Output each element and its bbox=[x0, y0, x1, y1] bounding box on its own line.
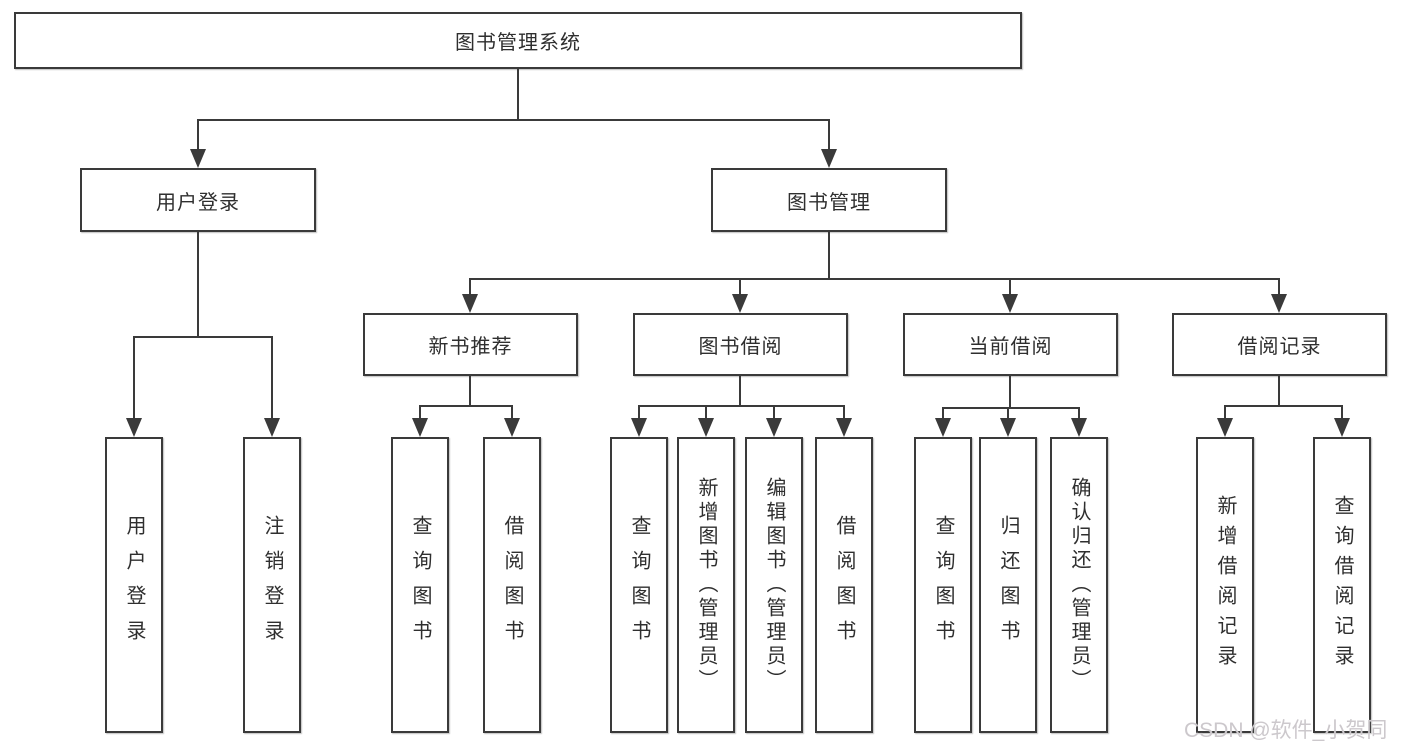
node-label: 新书推荐 bbox=[428, 336, 513, 358]
node-label: 当前借阅 bbox=[968, 336, 1053, 358]
leaf-query-books-borrowing: 查询图书 bbox=[610, 437, 668, 733]
tree-line bbox=[1078, 407, 1080, 418]
node-label: 归还图书 bbox=[997, 515, 1019, 655]
leaf-user-login: 用户登录 bbox=[105, 437, 163, 733]
node-borrowing-records: 借阅记录 bbox=[1172, 313, 1387, 376]
node-current-borrowing: 当前借阅 bbox=[903, 313, 1118, 376]
node-label: 借阅记录 bbox=[1237, 336, 1322, 358]
node-label: 图书管理系统 bbox=[455, 32, 581, 54]
csdn-watermark: CSDN @软件_小贺同学 bbox=[1184, 719, 1388, 742]
tree-line bbox=[1009, 375, 1011, 407]
arrow-down-icon bbox=[836, 418, 852, 437]
arrow-down-icon bbox=[766, 418, 782, 437]
arrow-down-icon bbox=[1271, 294, 1287, 313]
leaf-borrow-books: 借阅图书 bbox=[815, 437, 873, 733]
arrow-down-icon bbox=[1002, 294, 1018, 313]
tree-line bbox=[828, 119, 830, 149]
arrow-down-icon bbox=[1071, 418, 1087, 437]
tree-line bbox=[1341, 405, 1343, 418]
node-label: 查询图书 bbox=[628, 515, 650, 655]
leaf-query-books-recommend: 查询图书 bbox=[391, 437, 449, 733]
arrow-down-icon bbox=[126, 418, 142, 437]
node-label: 图书借阅 bbox=[698, 336, 783, 358]
tree-line bbox=[419, 405, 421, 418]
tree-line bbox=[197, 232, 199, 336]
node-label: 新增图书（管理员） bbox=[695, 477, 717, 693]
arrow-down-icon bbox=[1000, 418, 1016, 437]
tree-line bbox=[517, 69, 519, 119]
tree-line bbox=[511, 405, 513, 418]
tree-line bbox=[739, 375, 741, 405]
leaf-add-books-admin: 新增图书（管理员） bbox=[677, 437, 735, 733]
arrow-down-icon bbox=[462, 294, 478, 313]
tree-line bbox=[469, 278, 471, 294]
tree-line bbox=[1278, 375, 1280, 405]
node-user-login: 用户登录 bbox=[80, 168, 316, 232]
node-label: 查询图书 bbox=[932, 515, 954, 655]
tree-line bbox=[705, 405, 707, 418]
leaf-confirm-return-admin: 确认归还（管理员） bbox=[1050, 437, 1108, 733]
tree-line bbox=[638, 405, 640, 418]
node-label: 确认归还（管理员） bbox=[1068, 477, 1090, 693]
leaf-borrow-books-recommend: 借阅图书 bbox=[483, 437, 541, 733]
tree-line bbox=[843, 405, 845, 418]
tree-line bbox=[1278, 278, 1280, 294]
tree-line bbox=[1224, 405, 1343, 407]
arrow-down-icon bbox=[821, 149, 837, 168]
tree-line bbox=[739, 278, 741, 294]
tree-line bbox=[133, 336, 273, 338]
node-label: 用户登录 bbox=[156, 191, 240, 214]
leaf-logout-login: 注销登录 bbox=[243, 437, 301, 733]
node-label: 用户登录 bbox=[123, 515, 145, 655]
tree-line bbox=[197, 119, 830, 121]
leaf-add-borrow-record: 新增借阅记录 bbox=[1196, 437, 1254, 733]
tree-line bbox=[942, 407, 1080, 409]
leaf-return-books: 归还图书 bbox=[979, 437, 1037, 733]
tree-line bbox=[197, 119, 199, 149]
tree-line bbox=[828, 232, 830, 278]
tree-line bbox=[133, 336, 135, 418]
tree-line bbox=[1009, 278, 1011, 294]
arrow-down-icon bbox=[698, 418, 714, 437]
arrow-down-icon bbox=[631, 418, 647, 437]
arrow-down-icon bbox=[732, 294, 748, 313]
tree-line bbox=[1007, 407, 1009, 418]
node-label: 新增借阅记录 bbox=[1214, 495, 1236, 675]
node-label: 借阅图书 bbox=[501, 515, 523, 655]
tree-line bbox=[773, 405, 775, 418]
arrow-down-icon bbox=[1334, 418, 1350, 437]
arrow-down-icon bbox=[412, 418, 428, 437]
leaf-edit-books-admin: 编辑图书（管理员） bbox=[745, 437, 803, 733]
leaf-query-borrow-record: 查询借阅记录 bbox=[1313, 437, 1371, 733]
tree-line bbox=[469, 278, 1280, 280]
tree-line bbox=[419, 405, 513, 407]
node-library-management-system: 图书管理系统 bbox=[14, 12, 1022, 69]
node-label: 注销登录 bbox=[261, 515, 283, 655]
tree-line bbox=[1224, 405, 1226, 418]
node-book-management: 图书管理 bbox=[711, 168, 947, 232]
node-label: 查询图书 bbox=[409, 515, 431, 655]
node-new-book-recommendation: 新书推荐 bbox=[363, 313, 578, 376]
arrow-down-icon bbox=[190, 149, 206, 168]
node-label: 借阅图书 bbox=[833, 515, 855, 655]
arrow-down-icon bbox=[504, 418, 520, 437]
tree-line bbox=[469, 375, 471, 405]
arrow-down-icon bbox=[264, 418, 280, 437]
arrow-down-icon bbox=[935, 418, 951, 437]
node-label: 编辑图书（管理员） bbox=[763, 477, 785, 693]
node-label: 图书管理 bbox=[787, 191, 871, 214]
tree-line bbox=[942, 407, 944, 418]
tree-line bbox=[271, 336, 273, 418]
node-book-borrowing: 图书借阅 bbox=[633, 313, 848, 376]
tree-line bbox=[638, 405, 845, 407]
leaf-query-books-current: 查询图书 bbox=[914, 437, 972, 733]
node-label: 查询借阅记录 bbox=[1331, 495, 1353, 675]
arrow-down-icon bbox=[1217, 418, 1233, 437]
